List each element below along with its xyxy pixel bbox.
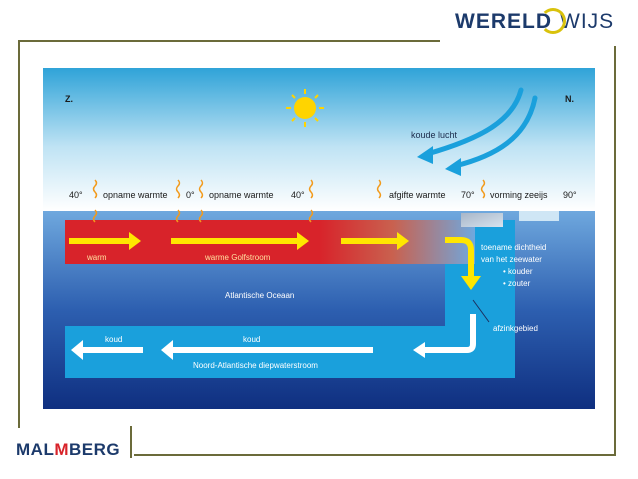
logo-ring-icon (540, 8, 566, 34)
sinking-arrow (445, 237, 474, 278)
logo-mark: M (54, 440, 69, 459)
gulf-stream-label: warme Golfstroom (204, 253, 271, 262)
arrowhead-icon (417, 146, 433, 164)
heat-squiggle-icons (92, 179, 486, 223)
sea-ice (519, 211, 559, 221)
sinking-area-pointer (472, 299, 490, 323)
density-increase-label: toename dichtheid (481, 243, 546, 252)
saltier-label: • zouter (503, 279, 531, 288)
deep-current-label: Noord-Atlantische diepwaterstroom (193, 361, 318, 370)
sun-icon (286, 89, 324, 127)
release-label: afgifte warmte (389, 190, 446, 200)
sea-ice-label: vorming zeeijs (490, 190, 548, 200)
compass-north: N. (565, 94, 574, 104)
logo-text-light: WIJS (560, 10, 615, 33)
cold-label-1: koud (105, 335, 122, 344)
sky (43, 68, 595, 211)
arrowhead-icon (413, 342, 425, 358)
lat-40a: 40° (69, 190, 83, 200)
gulf-stream-diagram: Z. N. koude lucht 40° opname warmte 0° o… (43, 68, 595, 409)
cold-label-2: koud (243, 335, 260, 344)
colder-label: • kouder (503, 267, 533, 276)
cold-air-arrow-icon (424, 87, 538, 169)
warm-arrows (69, 232, 409, 250)
uptake-label-2: opname warmte (209, 190, 274, 200)
uptake-label-1: opname warmte (103, 190, 168, 200)
logo-text-bold: WERELD (455, 10, 552, 33)
logo-text: BERG (69, 440, 121, 459)
malmberg-logo: MALMBERG (16, 440, 120, 460)
frame-gap (440, 36, 620, 46)
slide-frame (18, 40, 616, 456)
deep-current-band (65, 220, 515, 378)
lat-0: 0° (186, 190, 195, 200)
density-seawater-label: van het zeewater (481, 255, 542, 264)
cold-air-label: koude lucht (411, 130, 458, 140)
sea-ice (461, 213, 503, 227)
frame-corner (130, 426, 132, 458)
wereldwijs-logo: WERELD WIJS (455, 8, 615, 34)
logo-text: MAL (16, 440, 55, 459)
cold-return-arrow (425, 314, 476, 353)
lat-40b: 40° (291, 190, 305, 200)
arrowhead-icon (445, 158, 461, 176)
arrowhead-icon (461, 276, 481, 290)
lat-70: 70° (461, 190, 475, 200)
ocean-label: Atlantische Oceaan (225, 291, 294, 300)
warm-label: warm (86, 253, 107, 262)
cold-arrows (71, 340, 373, 360)
compass-south: Z. (65, 94, 73, 104)
sinking-area-label: afzinkgebied (493, 324, 538, 333)
frame-gap (10, 428, 134, 468)
lat-90: 90° (563, 190, 577, 200)
